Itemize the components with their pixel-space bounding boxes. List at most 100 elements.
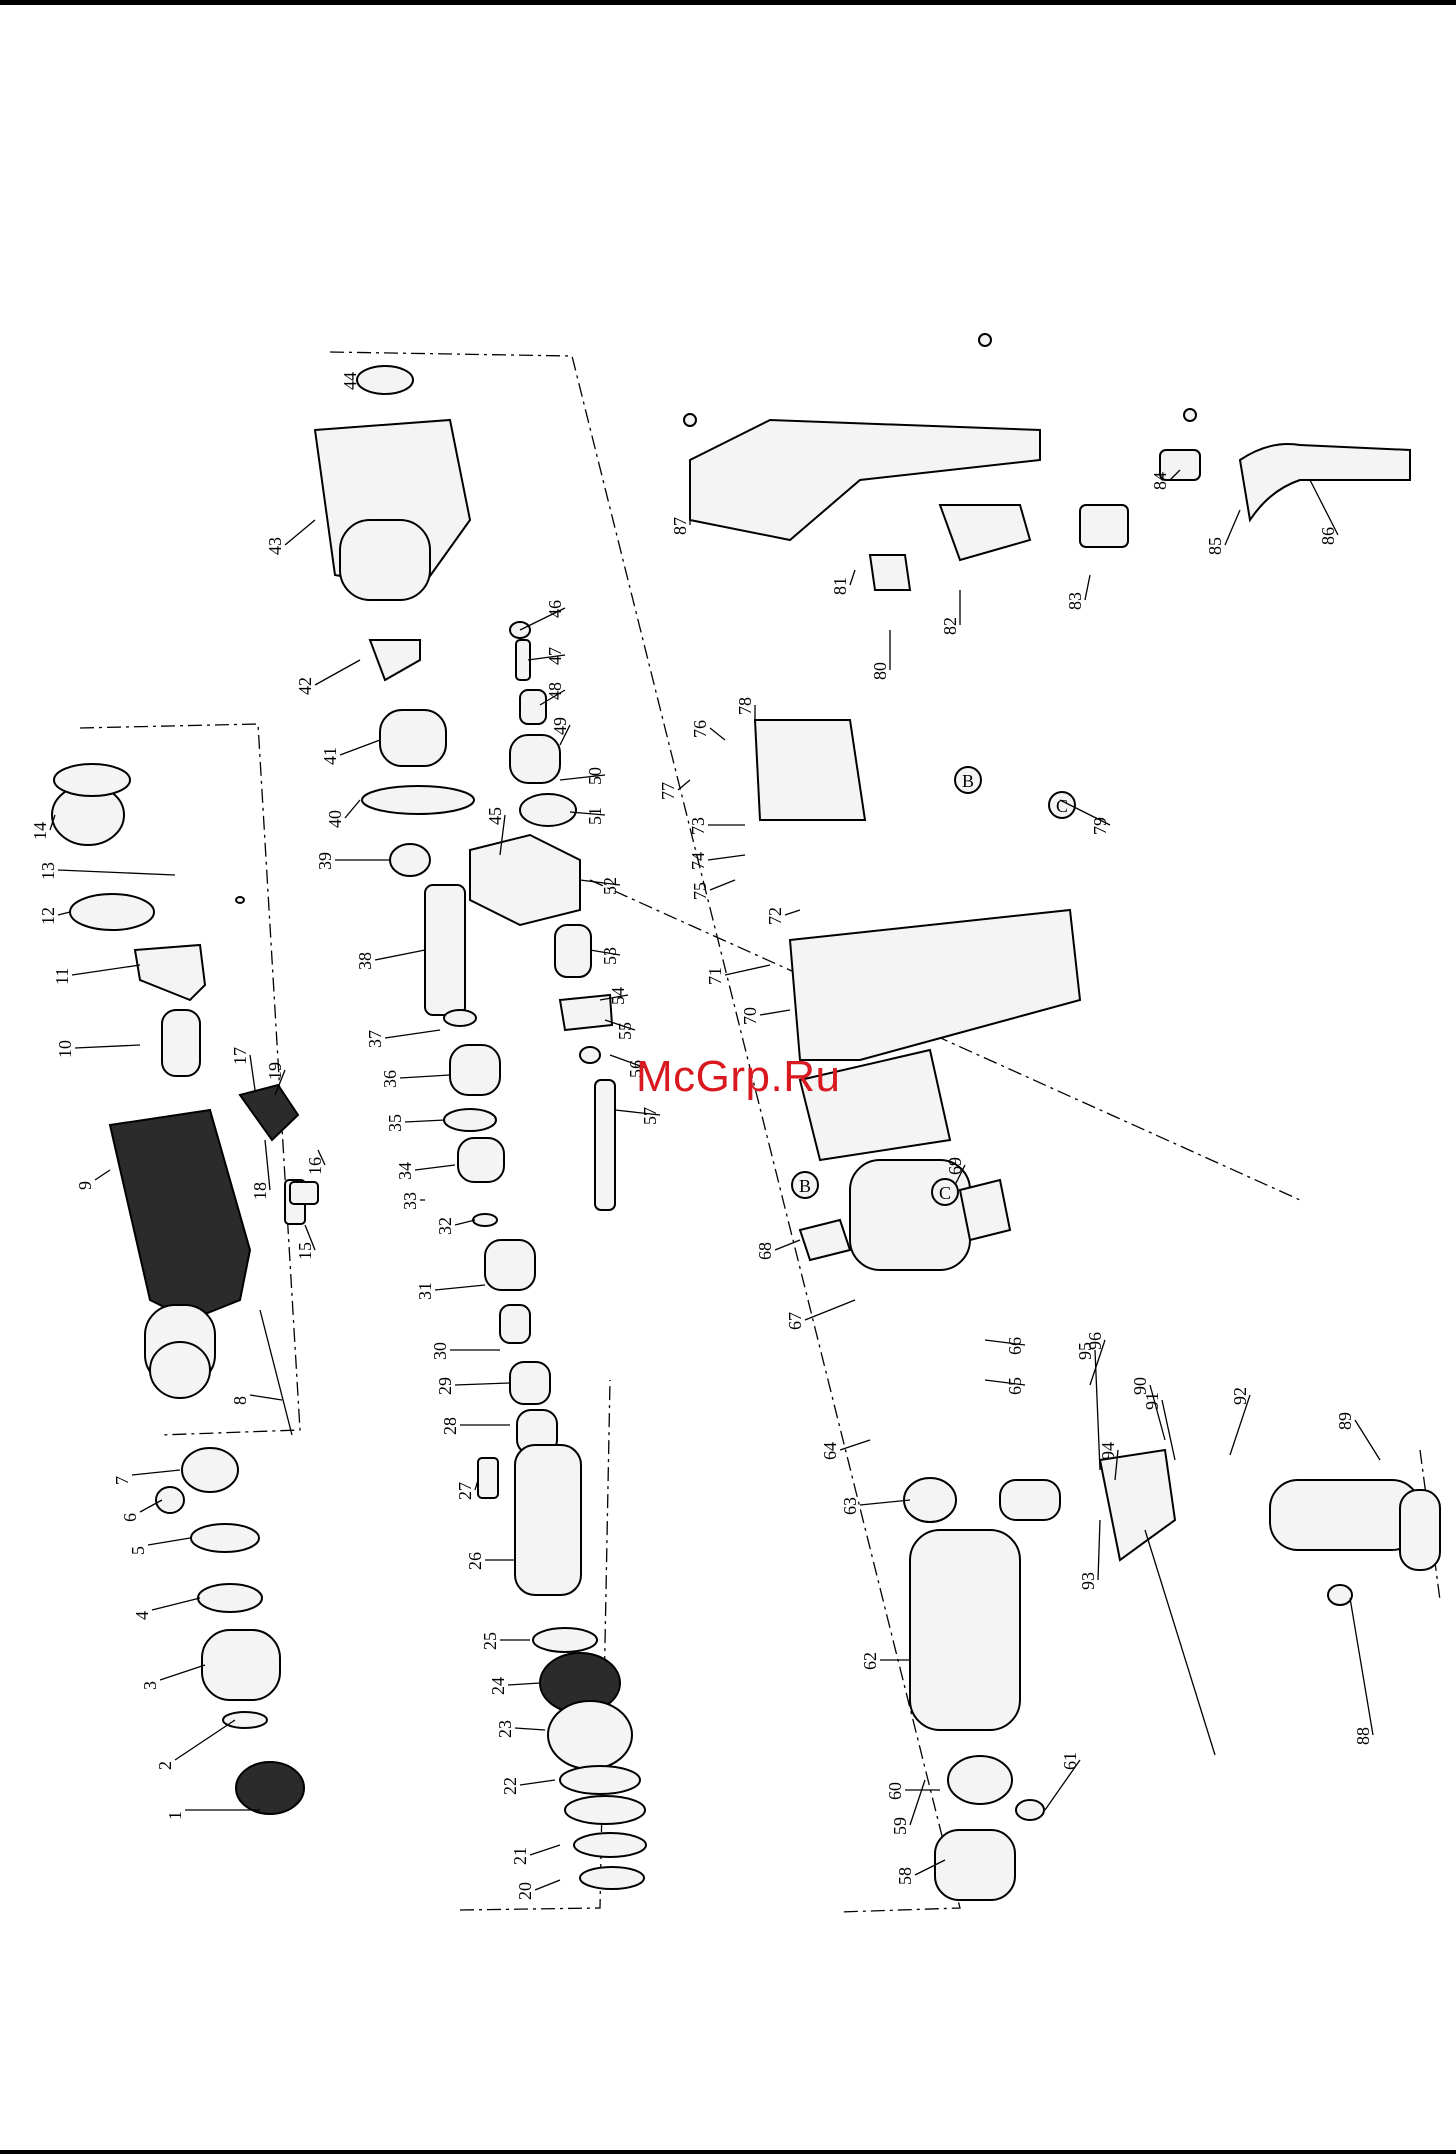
- callout-number-37: 37: [365, 1030, 385, 1048]
- callout-number-63: 63: [840, 1497, 860, 1515]
- callout-leader-2: [175, 1720, 235, 1760]
- callout-number-31: 31: [415, 1282, 435, 1300]
- callout-number-34: 34: [395, 1162, 415, 1180]
- callout-number-42: 42: [295, 677, 315, 695]
- callout-number-76: 76: [690, 720, 710, 738]
- callout-number-17: 17: [230, 1047, 250, 1065]
- callout-leader-89: [1355, 1420, 1380, 1460]
- callout-leader-13: [58, 870, 175, 875]
- callout-leader-29: [455, 1383, 510, 1385]
- callout-leader-4: [152, 1598, 200, 1610]
- callout-leader-9: [95, 1170, 110, 1180]
- callout-leader-76: [710, 728, 725, 740]
- callout-number-39: 39: [315, 852, 335, 870]
- callout-leader-34: [415, 1165, 455, 1170]
- callout-number-49: 49: [550, 717, 570, 735]
- callout-leader-74: [708, 855, 745, 860]
- callout-number-12: 12: [38, 907, 58, 925]
- callout-number-62: 62: [860, 1652, 880, 1670]
- callout-leader-5: [148, 1538, 190, 1545]
- callout-leader-31: [435, 1285, 485, 1290]
- callout-number-69: 69: [945, 1157, 965, 1175]
- callout-leader-38: [375, 950, 425, 960]
- callout-number-71: 71: [705, 967, 725, 985]
- callout-number-67: 67: [785, 1312, 805, 1330]
- callout-number-96: 96: [1085, 1332, 1105, 1350]
- callout-number-1: 1: [165, 1811, 185, 1820]
- callout-number-83: 83: [1065, 592, 1085, 610]
- callout-leader-83: [1085, 575, 1090, 600]
- callout-number-44: 44: [340, 372, 360, 390]
- callout-leader-93: [1098, 1520, 1100, 1580]
- callout-number-28: 28: [440, 1417, 460, 1435]
- callout-number-8: 8: [230, 1396, 250, 1405]
- bottom-rule: [0, 2150, 1456, 2154]
- callout-leader-21: [530, 1845, 560, 1855]
- callout-leader-24: [508, 1683, 540, 1685]
- callout-leader-40: [345, 800, 360, 818]
- callout-leader-3: [160, 1665, 205, 1680]
- callout-number-80: 80: [870, 662, 890, 680]
- callout-number-40: 40: [325, 810, 345, 828]
- callout-leader-68: [775, 1240, 800, 1250]
- callout-number-48: 48: [545, 682, 565, 700]
- callout-number-51: 51: [585, 807, 605, 825]
- callout-leader-41: [340, 740, 380, 755]
- callout-leader-70: [760, 1010, 790, 1015]
- callout-number-36: 36: [380, 1070, 400, 1088]
- callout-number-23: 23: [495, 1720, 515, 1738]
- callout-leader-43: [285, 520, 315, 545]
- callout-number-73: 73: [688, 817, 708, 835]
- callout-number-59: 59: [890, 1817, 910, 1835]
- callout-leader-75: [710, 880, 735, 890]
- wire-marker-b-label: B: [799, 1176, 811, 1196]
- callout-number-45: 45: [485, 807, 505, 825]
- callout-number-22: 22: [500, 1777, 520, 1795]
- callout-number-87: 87: [670, 517, 690, 535]
- callout-number-77: 77: [658, 782, 678, 800]
- callout-number-9: 9: [75, 1181, 95, 1190]
- callout-number-19: 19: [265, 1062, 285, 1080]
- callout-number-84: 84: [1150, 472, 1170, 490]
- callout-leader-20: [535, 1880, 560, 1890]
- callout-number-25: 25: [480, 1632, 500, 1650]
- callout-number-32: 32: [435, 1217, 455, 1235]
- callout-number-57: 57: [640, 1107, 660, 1125]
- callout-number-82: 82: [940, 617, 960, 635]
- callout-number-79: 79: [1090, 817, 1110, 835]
- callout-number-26: 26: [465, 1552, 485, 1570]
- callout-leader-7: [132, 1470, 180, 1475]
- callout-number-68: 68: [755, 1242, 775, 1260]
- callout-leader-85: [1225, 510, 1240, 545]
- gear-case-parts: [52, 764, 318, 1814]
- callout-leader-86: [1310, 480, 1338, 535]
- callout-number-53: 53: [600, 947, 620, 965]
- callout-number-3: 3: [140, 1681, 160, 1690]
- callout-leader-88: [1350, 1598, 1373, 1735]
- callout-leader-11: [72, 965, 140, 975]
- callout-number-94: 94: [1098, 1442, 1118, 1460]
- callout-leader-32: [455, 1220, 475, 1225]
- assembly-boundaries: [80, 352, 1440, 1912]
- callout-number-14: 14: [30, 822, 50, 840]
- callout-number-11: 11: [52, 968, 72, 985]
- callout-number-4: 4: [132, 1611, 152, 1620]
- callout-number-89: 89: [1335, 1412, 1355, 1430]
- callout-leader-71: [725, 965, 770, 975]
- callout-number-33: 33: [400, 1192, 420, 1210]
- callout-leader-37: [385, 1030, 440, 1038]
- callout-number-30: 30: [430, 1342, 450, 1360]
- callout-number-81: 81: [830, 577, 850, 595]
- callout-number-75: 75: [690, 882, 710, 900]
- callout-leader-17: [250, 1055, 255, 1090]
- callout-leader-36: [400, 1075, 450, 1078]
- callout-number-58: 58: [895, 1867, 915, 1885]
- callout-number-52: 52: [600, 877, 620, 895]
- callout-number-85: 85: [1205, 537, 1225, 555]
- callout-leader-72: [785, 910, 800, 915]
- callout-number-27: 27: [455, 1482, 475, 1500]
- callout-number-21: 21: [510, 1847, 530, 1865]
- callout-leader-67: [805, 1300, 855, 1320]
- callout-number-2: 2: [155, 1761, 175, 1770]
- callout-leader-42: [315, 660, 360, 685]
